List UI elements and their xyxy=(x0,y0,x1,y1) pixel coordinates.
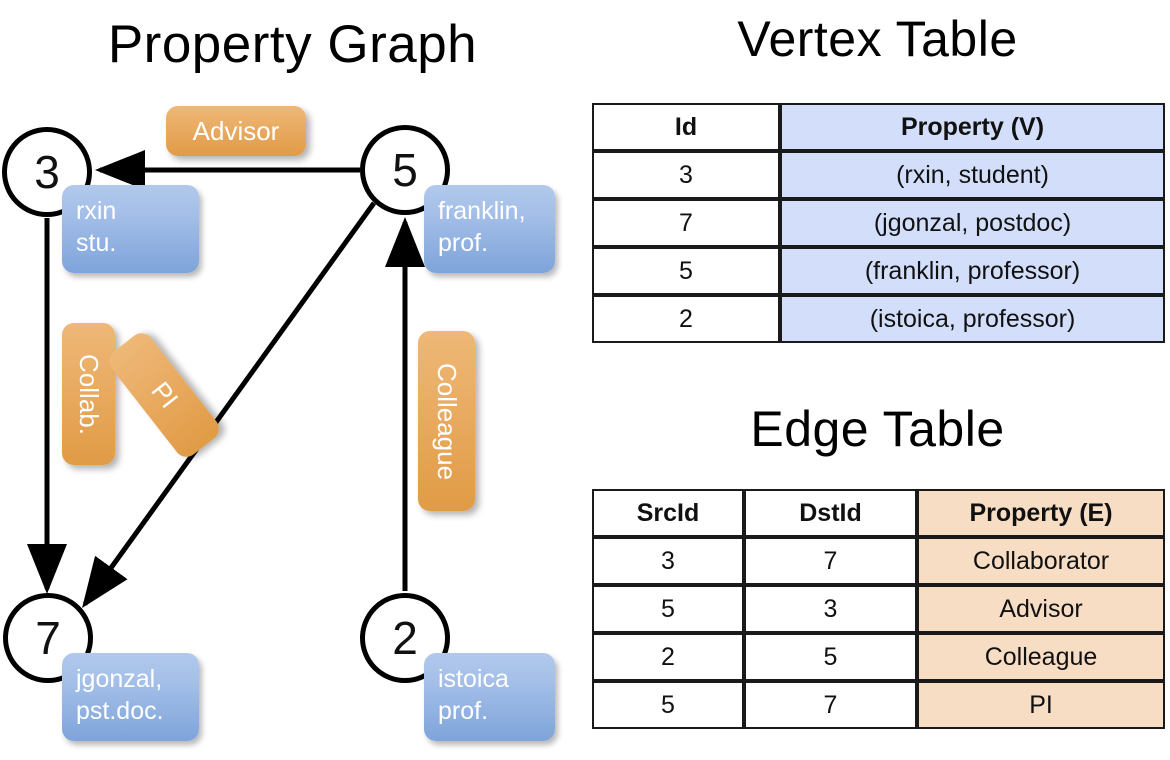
node-property-line: stu. xyxy=(76,229,117,257)
vertex-table-cell-property: (jgonzal, postdoc) xyxy=(780,199,1165,247)
edge-label-text: Colleague xyxy=(432,362,462,480)
edge-table-cell-property: Colleague xyxy=(917,633,1165,681)
node-property-line: prof. xyxy=(438,697,489,725)
table-header-row: SrcId DstId Property (E) xyxy=(592,489,1165,537)
node-property-box-7: jgonzal, pst.doc. xyxy=(62,653,199,741)
node-property-line: jgonzal, xyxy=(76,665,163,693)
edge-label-text: Advisor xyxy=(192,115,280,146)
vertex-table-cell-id: 2 xyxy=(592,295,780,343)
table-row: 5 3 Advisor xyxy=(592,585,1165,633)
graph-node-5[interactable]: 5 xyxy=(360,125,450,215)
edge-label-colleague: Colleague xyxy=(418,331,475,511)
node-property-line: franklin, xyxy=(438,197,526,225)
edge-table-cell-property: Advisor xyxy=(917,585,1165,633)
edge-table-cell-property: PI xyxy=(917,681,1165,729)
edge-table-cell-srcid: 2 xyxy=(592,633,744,681)
node-property-box-5: franklin, prof. xyxy=(424,185,555,273)
table-row: 5 (franklin, professor) xyxy=(592,247,1165,295)
page-title-edge-table: Edge Table xyxy=(750,401,1005,457)
edge-table-cell-srcid: 3 xyxy=(592,537,744,585)
vertex-table-cell-id: 3 xyxy=(592,151,780,199)
vertex-table-cell-property: (istoica, professor) xyxy=(780,295,1165,343)
edge-table-cell-srcid: 5 xyxy=(592,681,744,729)
node-property-box-2: istoica prof. xyxy=(424,653,555,741)
vertex-table-header-property: Property (V) xyxy=(780,103,1165,151)
edge-table-header-property: Property (E) xyxy=(917,489,1165,537)
table-header-row: Id Property (V) xyxy=(592,103,1165,151)
table-row: 3 (rxin, student) xyxy=(592,151,1165,199)
edge-label-advisor: Advisor xyxy=(166,106,306,156)
edge-table-cell-srcid: 5 xyxy=(592,585,744,633)
edge-table-header-srcid: SrcId xyxy=(592,489,744,537)
edge-table-cell-dstid: 3 xyxy=(744,585,917,633)
vertex-table-cell-property: (rxin, student) xyxy=(780,151,1165,199)
table-row: 3 7 Collaborator xyxy=(592,537,1165,585)
edge-table-header-dstid: DstId xyxy=(744,489,917,537)
edge-table-cell-dstid: 7 xyxy=(744,537,917,585)
edge-table: SrcId DstId Property (E) 3 7 Collaborato… xyxy=(592,489,1165,729)
graph-edges-svg xyxy=(27,150,425,609)
node-property-line: prof. xyxy=(438,229,489,257)
table-row: 2 (istoica, professor) xyxy=(592,295,1165,343)
vertex-table-cell-id: 7 xyxy=(592,199,780,247)
property-graph-panel: 3 5 7 2 rxin stu. franklin, prof. jgonza… xyxy=(2,106,555,741)
edge-label-collab: Collab. xyxy=(62,323,115,465)
edge-table-cell-property: Collaborator xyxy=(917,537,1165,585)
graph-node-2[interactable]: 2 xyxy=(360,593,450,683)
vertex-table-cell-id: 5 xyxy=(592,247,780,295)
vertex-table: Id Property (V) 3 (rxin, student) 7 (jgo… xyxy=(592,103,1165,343)
edge-table-cell-dstid: 5 xyxy=(744,633,917,681)
vertex-table-cell-property: (franklin, professor) xyxy=(780,247,1165,295)
node-property-box-3: rxin stu. xyxy=(62,185,199,273)
edge-label-text: PI xyxy=(145,375,184,414)
vertex-table-header-id: Id xyxy=(592,103,780,151)
node-property-line: pst.doc. xyxy=(76,697,164,725)
table-row: 2 5 Colleague xyxy=(592,633,1165,681)
edge-5-to-7 xyxy=(82,201,377,609)
table-row: 7 (jgonzal, postdoc) xyxy=(592,199,1165,247)
node-property-line: istoica xyxy=(438,665,509,693)
edge-table-cell-dstid: 7 xyxy=(744,681,917,729)
edge-label-text: Collab. xyxy=(74,353,104,435)
node-property-line: rxin xyxy=(76,197,117,225)
table-row: 5 7 PI xyxy=(592,681,1165,729)
page-title-property-graph: Property Graph xyxy=(107,15,478,74)
page-title-vertex-table: Vertex Table xyxy=(737,11,1018,67)
